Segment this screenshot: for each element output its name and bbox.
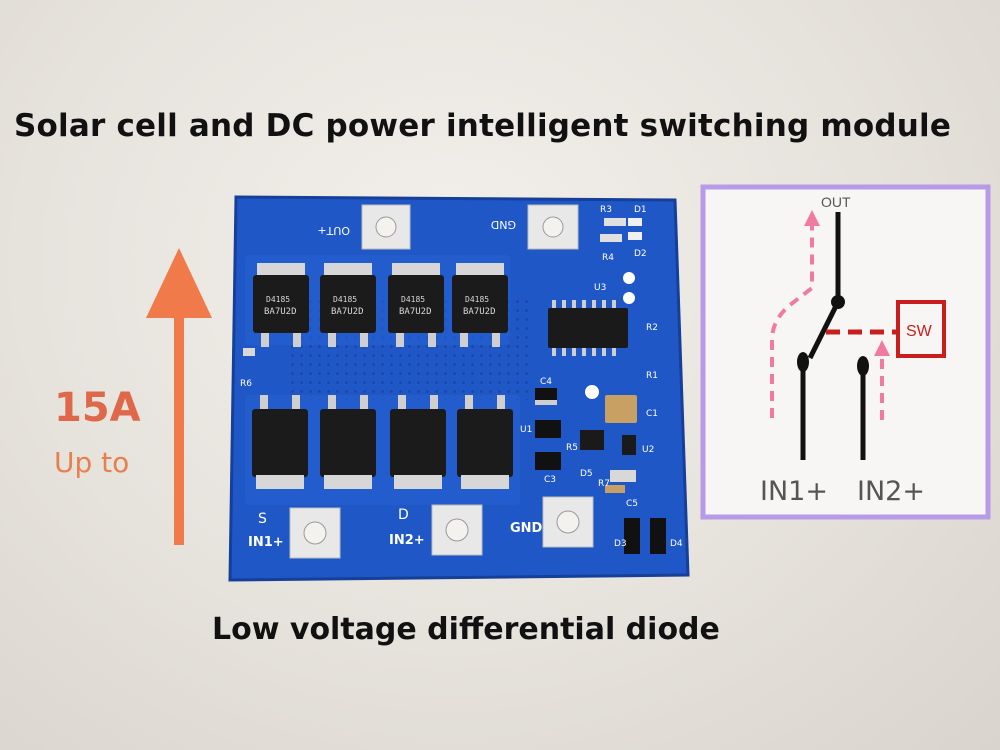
mosfet-row-top bbox=[253, 263, 508, 347]
ref-c4: C4 bbox=[540, 377, 552, 387]
mosfet-marking: D4185 bbox=[266, 295, 290, 304]
mosfet-marking: D4185 bbox=[465, 295, 489, 304]
ref-d2: D2 bbox=[634, 249, 647, 259]
ref-r4: R4 bbox=[602, 253, 614, 263]
ref-d1: D1 bbox=[634, 205, 647, 215]
ref-u2: U2 bbox=[642, 445, 654, 455]
ref-r2: R2 bbox=[646, 323, 658, 333]
terminal-in1 bbox=[289, 507, 341, 559]
ref-c5: C5 bbox=[626, 499, 638, 509]
ref-u3: U3 bbox=[594, 283, 606, 293]
ref-r3: R3 bbox=[600, 205, 612, 215]
ref-c1: C1 bbox=[646, 409, 658, 419]
mosfet-marking: BA7U2D bbox=[399, 307, 432, 317]
silk-out: OUT+ bbox=[317, 224, 350, 237]
current-rating-prefix: Up to bbox=[54, 446, 130, 479]
arrow-shape bbox=[146, 248, 212, 545]
ref-r7: R7 bbox=[598, 479, 610, 489]
silk-gnd-top: GND bbox=[491, 218, 516, 231]
ref-u1: U1 bbox=[520, 425, 532, 435]
silk-s: S bbox=[258, 511, 267, 527]
ref-d3: D3 bbox=[614, 539, 627, 549]
ref-r5: R5 bbox=[566, 443, 578, 453]
silk-gnd-bottom: GND bbox=[510, 521, 543, 536]
mosfet-marking: D4185 bbox=[401, 295, 425, 304]
headline-caption: Solar cell and DC power intelligent swit… bbox=[14, 108, 952, 144]
terminal-in2 bbox=[431, 504, 483, 556]
out-label: OUT bbox=[821, 194, 851, 210]
mosfet-marking: D4185 bbox=[333, 295, 357, 304]
mosfet-marking: BA7U2D bbox=[264, 307, 297, 317]
silk-in2: IN2+ bbox=[389, 533, 425, 548]
in2-label: IN2+ bbox=[857, 476, 925, 507]
ref-r1: R1 bbox=[646, 371, 658, 381]
terminal-gnd-top bbox=[527, 204, 579, 250]
ref-d5: D5 bbox=[580, 469, 593, 479]
terminal-out bbox=[361, 204, 411, 250]
sw-box bbox=[896, 300, 946, 358]
switch-blade bbox=[807, 300, 841, 360]
terminal-gnd-bottom bbox=[542, 496, 594, 548]
silk-in1: IN1+ bbox=[248, 535, 284, 550]
current-rating: 15A bbox=[54, 385, 141, 431]
mosfet-row-bottom bbox=[252, 395, 513, 489]
sw-label: SW bbox=[906, 323, 933, 340]
ref-d4: D4 bbox=[670, 539, 683, 549]
mosfet-marking: BA7U2D bbox=[331, 307, 364, 317]
diode-caption: Low voltage differential diode bbox=[212, 612, 720, 647]
ref-c3: C3 bbox=[544, 475, 556, 485]
ref-r6: R6 bbox=[240, 379, 252, 389]
mosfet-marking: BA7U2D bbox=[463, 307, 496, 317]
ic-u3 bbox=[548, 300, 628, 356]
smd-components bbox=[243, 218, 666, 554]
schematic-frame bbox=[700, 184, 991, 520]
in1-label: IN1+ bbox=[760, 476, 828, 507]
silk-d: D bbox=[398, 507, 409, 523]
